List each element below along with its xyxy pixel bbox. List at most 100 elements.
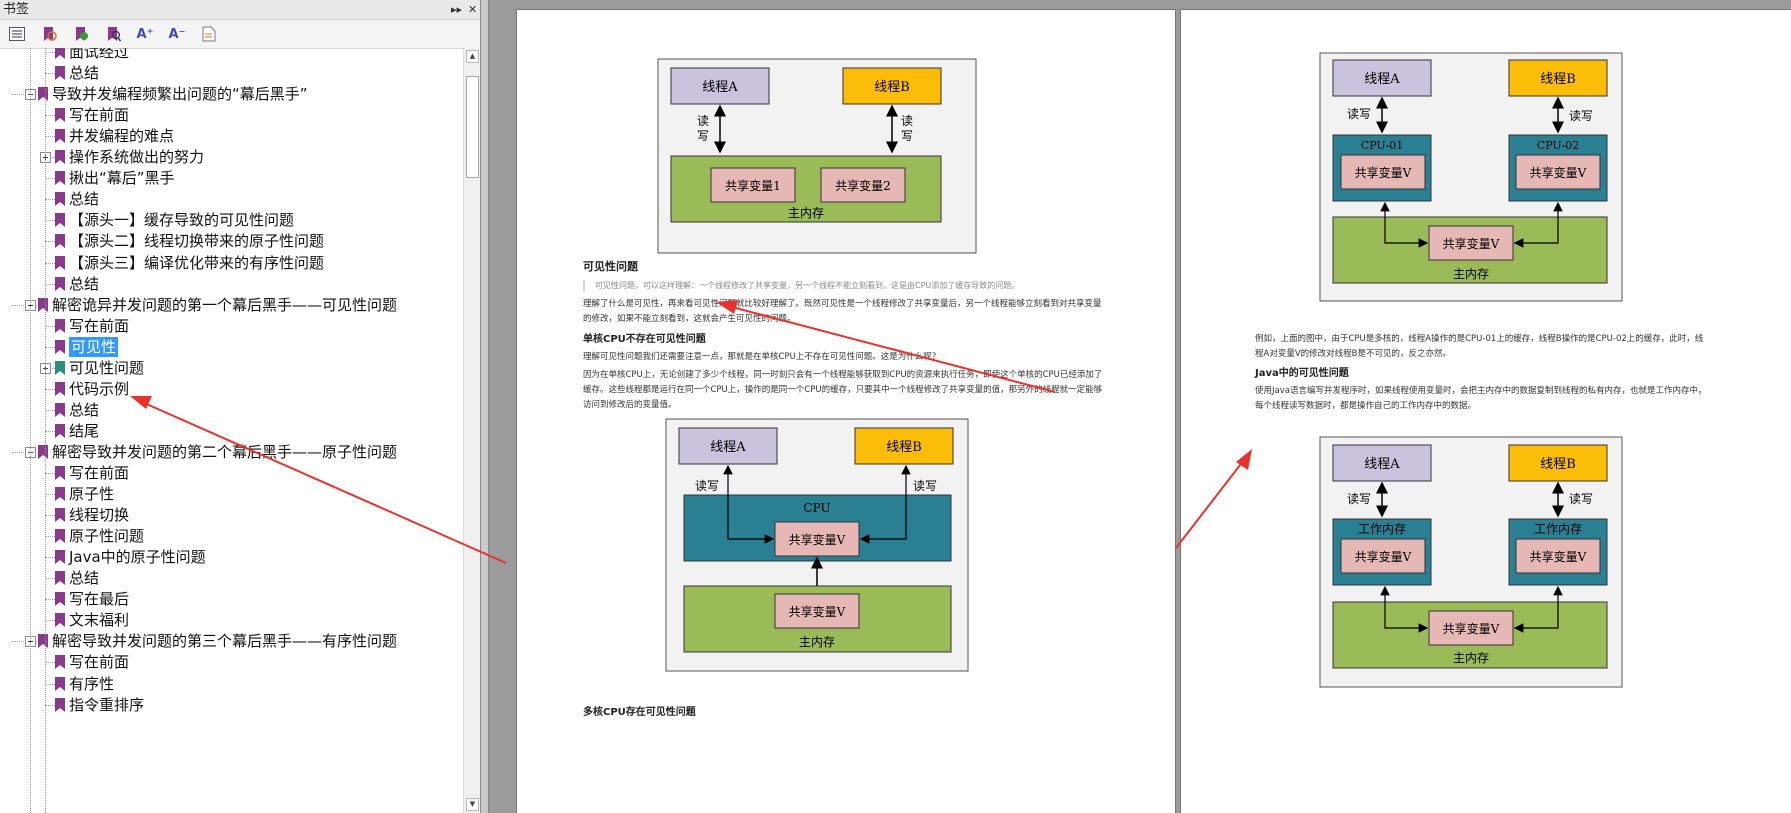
bookmark-item[interactable]: 解密诡异并发问题的第一个幕后黑手——可见性问题 — [0, 294, 464, 316]
bookmark-item[interactable]: 原子性问题 — [0, 525, 464, 547]
tree-connector — [45, 536, 55, 538]
cpu-01-label: CPU-01 — [1361, 139, 1403, 152]
bookmark-icon — [55, 213, 65, 228]
shared-var-2: 共享变量2 — [835, 178, 891, 193]
bookmark-item[interactable]: 并发编程的难点 — [0, 125, 464, 147]
bookmark-item[interactable]: 总结 — [0, 399, 464, 421]
read-write-label: 读 — [901, 114, 913, 128]
bookmark-properties-icon[interactable] — [200, 25, 218, 43]
shared-var-memory: 共享变量V — [789, 604, 846, 619]
tree-connector — [12, 641, 26, 643]
read-write-label: 写 — [901, 129, 913, 143]
read-write-label: 写 — [697, 129, 709, 143]
bookmark-icon — [55, 676, 65, 691]
scrollbar-thumb[interactable] — [466, 76, 479, 178]
heading-java-visibility: Java中的可见性问题 — [1255, 368, 1349, 379]
bookmark-icon — [55, 360, 65, 375]
bookmark-item[interactable]: 解密导致并发问题的第三个幕后黑手——有序性问题 — [0, 630, 464, 652]
tree-connector — [45, 199, 55, 201]
bookmark-label: 线程切换 — [69, 506, 130, 525]
bookmark-item[interactable]: 操作系统做出的努力 — [0, 146, 464, 168]
bookmark-item[interactable]: 文末福利 — [0, 609, 464, 631]
tree-connector — [45, 620, 55, 622]
bookmark-item[interactable]: 线程切换 — [0, 504, 464, 526]
thread-b-label: 线程B — [874, 80, 910, 95]
bookmarks-title: 书签 — [3, 2, 30, 17]
bookmark-item[interactable]: 写在前面 — [0, 104, 464, 126]
bookmark-item[interactable]: 写在最后 — [0, 588, 464, 610]
collapse-panel-icon[interactable]: ▸▸ — [451, 3, 463, 16]
close-panel-icon[interactable]: ✕ — [468, 3, 478, 16]
tree-connector — [45, 683, 55, 685]
bookmark-label: 写在前面 — [69, 464, 130, 482]
tree-connector — [45, 241, 55, 243]
tree-connector — [45, 73, 55, 75]
bookmark-icon — [55, 697, 65, 712]
bookmark-item[interactable]: 揪出“幕后”黑手 — [0, 167, 464, 189]
tree-guide — [45, 48, 46, 813]
bookmark-item[interactable]: 解密导致并发问题的第二个幕后黑手——原子性问题 — [0, 441, 464, 463]
diagram-shared-variables: 线程A 线程B 读 写 读 写 共享变量1 共享变量2 主内存 — [657, 58, 977, 254]
tree-connector — [45, 115, 55, 117]
heading-single-cpu: 单核CPU不存在可见性问题 — [583, 334, 706, 345]
shared-var-1: 共享变量1 — [725, 178, 781, 193]
bookmark-item[interactable]: 结尾 — [0, 420, 464, 442]
font-increase-button[interactable]: A⁺ — [136, 26, 154, 42]
cpu-02-label: CPU-02 — [1537, 139, 1579, 152]
tree-connector — [45, 473, 55, 474]
heading-visibility: 可见性问题 — [583, 260, 638, 273]
bookmark-item[interactable]: 导致并发编程频繁出问题的“幕后黑手” — [0, 83, 464, 105]
bookmark-options-icon[interactable] — [8, 25, 26, 43]
document-page-1: 线程A 线程B 读 写 读 写 共享变量1 共享变量2 主内存 可见性问题 可见… — [516, 9, 1176, 813]
bookmark-icon — [55, 487, 65, 502]
bookmark-item[interactable]: 写在前面 — [0, 315, 464, 337]
tree-connector — [45, 409, 55, 411]
bookmark-item[interactable]: 有序性 — [0, 673, 464, 695]
bookmark-item[interactable]: Java中的原子性问题 — [0, 546, 464, 568]
bookmark-item[interactable]: 总结 — [0, 62, 464, 84]
bookmark-item[interactable]: 总结 — [0, 188, 464, 210]
bookmark-icon — [38, 444, 48, 459]
bookmark-label: 总结 — [69, 569, 100, 588]
bookmark-item[interactable]: 指令重排序 — [0, 694, 464, 716]
heading-multi-cpu: 多核CPU存在可见性问题 — [583, 707, 696, 718]
quote-block: 可见性问题，可以这样理解：一个线程修改了共享变量，另一个线程不能立刻看到，这是由… — [583, 280, 1095, 291]
bookmark-item[interactable]: 总结 — [0, 567, 464, 589]
bookmark-label: 写在前面 — [69, 106, 130, 125]
working-memory-label: 工作内存 — [1358, 522, 1406, 536]
panel-splitter[interactable] — [481, 0, 489, 813]
scroll-down-icon[interactable]: ▼ — [466, 798, 479, 811]
font-decrease-button[interactable]: A⁻ — [168, 26, 186, 42]
bookmark-item[interactable]: 【源头二】线程切换带来的原子性问题 — [0, 230, 464, 252]
bookmark-label: 面试经过 — [69, 48, 130, 61]
diagram-single-cpu: 线程A 线程B 读写 读写 CPU 共享变量V 共享变量V 主内存 — [665, 418, 969, 672]
thread-b-label: 线程B — [1540, 457, 1576, 472]
bookmark-item[interactable]: 代码示例 — [0, 378, 464, 400]
bookmark-icon — [55, 234, 65, 249]
bookmark-item[interactable]: 面试经过 — [0, 48, 464, 63]
find-bookmark-icon[interactable] — [104, 25, 122, 43]
bookmark-item[interactable]: 可见性问题 — [0, 357, 464, 379]
scroll-up-icon[interactable]: ▲ — [466, 50, 479, 63]
shared-var-memory: 共享变量V — [1443, 621, 1500, 636]
bookmark-item[interactable]: 【源头一】缓存导致的可见性问题 — [0, 209, 464, 231]
tree-connector — [45, 136, 55, 138]
bookmark-item[interactable]: 【源头三】编译优化带来的有序性问题 — [0, 252, 464, 274]
thread-b-label: 线程B — [1540, 72, 1576, 87]
bookmark-label: 操作系统做出的努力 — [69, 148, 205, 167]
bookmark-item[interactable]: 总结 — [0, 273, 464, 295]
bookmark-item[interactable]: 写在前面 — [0, 651, 464, 673]
bookmark-icon — [38, 634, 48, 649]
expand-bookmark-icon[interactable] — [40, 25, 58, 43]
add-bookmark-icon[interactable] — [72, 25, 90, 43]
bookmark-item[interactable]: 可见性 — [0, 336, 464, 358]
bookmark-item[interactable]: 原子性 — [0, 483, 464, 505]
bookmarks-scrollbar[interactable]: ▲ ▼ — [463, 48, 480, 813]
bookmark-label: 导致并发编程频繁出问题的“幕后黑手” — [52, 85, 308, 104]
bookmark-label: 代码示例 — [69, 379, 130, 398]
tree-connector — [45, 346, 55, 348]
working-memory-label: 工作内存 — [1534, 522, 1582, 536]
bookmark-label: 原子性 — [69, 485, 115, 504]
tree-connector — [12, 94, 26, 96]
bookmark-item[interactable]: 写在前面 — [0, 462, 464, 484]
